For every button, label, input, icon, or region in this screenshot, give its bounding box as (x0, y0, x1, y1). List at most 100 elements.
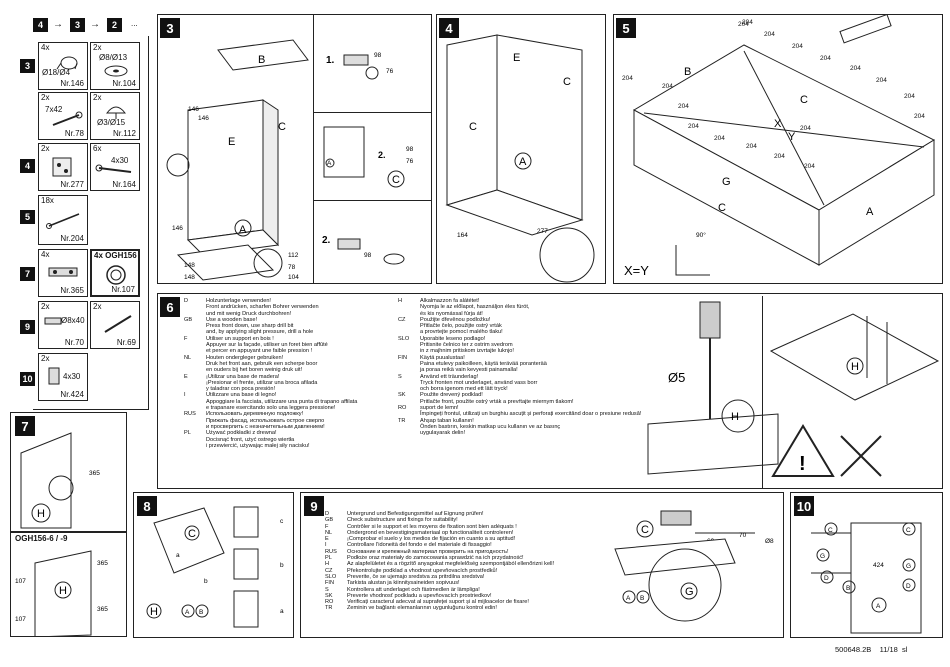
seq-ellipsis: ... (131, 19, 138, 28)
nail-label: 204 (914, 113, 925, 120)
panel-letter-d: D (824, 575, 829, 582)
nail-icon (46, 213, 80, 229)
panel-letter-c: C (800, 94, 808, 106)
panel-letter: C (392, 174, 400, 186)
part-nr: Nr.107 (111, 285, 135, 294)
seq-step-4: 4 (33, 18, 48, 32)
warning-icon: ! (799, 453, 806, 475)
part-qty: 4x OGH156 (94, 251, 137, 260)
step-5-panel: 5 X Y B C G C A X=Y 90° 204 204 204 204 … (613, 14, 943, 284)
bracket-icon (48, 367, 60, 385)
panel-letter-g: G (906, 563, 911, 570)
step-3-panel: 3 B E C A 146 146 146 148 112 78 104 148… (157, 14, 432, 284)
text-line: и просверлить с незначительным давлением… (206, 423, 325, 430)
nail-label: 204 (904, 93, 915, 100)
part-qty: 4x (41, 43, 50, 52)
part-cell-112: 2x Ø3/Ø15 Nr.112 (90, 92, 140, 140)
part-label: 424 (873, 562, 884, 569)
nail-label: 204 (742, 19, 753, 26)
part-label: 112 (288, 252, 299, 259)
part-cell-204: 18x Nr.204 (38, 195, 88, 245)
diagonal-y: Y (788, 131, 796, 143)
inset-step-label: 1. (326, 55, 335, 66)
shelf-bracket-drawing: C C G G D D B A 424 (811, 522, 922, 634)
part-dim: 7x42 (45, 105, 63, 114)
text-line: Pritisnite čelnico ter z ostrim svedrom (420, 342, 513, 349)
part-nr: Nr.112 (113, 129, 136, 138)
seq-step-3: 3 (70, 18, 85, 32)
legend-step-3: 3 (20, 59, 35, 73)
inset-1: 1. 98 76 (313, 15, 431, 113)
part-dim: Ø8x40 (61, 316, 85, 325)
step-number: 6 (160, 297, 180, 317)
front-panel-drawing: H ! (769, 313, 940, 477)
part-qty: 2x (93, 302, 102, 311)
part-cell-424: 2x 4x30 Nr.424 (38, 353, 88, 401)
part-nr: Nr.204 (60, 234, 84, 243)
nail-label: 204 (820, 55, 831, 62)
text-line: et percer en appuyant une faible pressio… (206, 348, 313, 355)
text-line: und mit wenig Druck durchbohren! (206, 310, 292, 317)
nail-label: 204 (688, 123, 699, 130)
text-line: and, by applying slight pressure, drill … (206, 329, 314, 336)
part-label: 98 (374, 52, 382, 59)
panel-letter-c: C (641, 524, 649, 536)
panel-letter-g: G (722, 176, 731, 188)
text-line: Прижать фасад, использовать острое сверл… (206, 417, 325, 424)
text-line: in z majhnim pritiskom izvrtajte luknjo! (420, 348, 514, 355)
sequence-row: 4 → 3 → 2 ... (33, 18, 149, 32)
text-line: Přitlačte čelo, použijte ostrý vrták (420, 323, 502, 330)
text-line: Önden bastırın, keskin matkap ucu kullan… (420, 423, 561, 430)
part-qty: 18x (41, 196, 54, 205)
part-nr: Nr.424 (60, 390, 84, 399)
corner-detail-drawing: 148 (184, 274, 195, 281)
part-cell-70: 2x Ø8x40 Nr.70 (38, 301, 88, 349)
wall-plug-icon (44, 317, 62, 325)
hinge-variant-drawing: 365 365 107 107 H (15, 550, 108, 636)
part-dim: Ø8/Ø13 (99, 53, 128, 62)
dim-a: a (280, 608, 284, 615)
legend-step-4: 4 (20, 159, 35, 173)
panel-letter-c: C (188, 528, 196, 540)
screw-icon (104, 315, 132, 333)
part-cell-164: 6x 4x30 Nr.164 (90, 143, 140, 191)
arrow-right-icon: → (53, 19, 63, 30)
dim-b: b (280, 562, 284, 569)
bracket-icon (52, 157, 72, 177)
text-line: Paina etulevy paikoilleen, käytä terävää… (420, 360, 547, 367)
part-cell-78: 2x 7x42 Nr.78 (38, 92, 88, 140)
wall-mount-drawing: 69 70 Ø8 C G A B (614, 510, 774, 622)
panel-letter-g: G (820, 553, 825, 560)
text-line: uygulayarak delin! (420, 430, 466, 437)
step-10-panel: 10 C C G G D D B A 424 (790, 492, 943, 638)
part-dim: 4x30 (111, 156, 129, 165)
dim-b: b (204, 578, 208, 585)
part-qty: 6x (93, 144, 102, 153)
panel-letter-a: A (876, 603, 881, 610)
cabinet-drawing: E C C A 164 277 (445, 34, 595, 283)
text-line: i przewiercić, używając małej siły nacis… (206, 442, 310, 449)
panel-letter-b: B (684, 66, 691, 78)
hinge-mount-drawing: H 365 (20, 432, 100, 529)
text-line: Docisnąć front, użyć ostrego wiertła (206, 436, 295, 443)
doc-code: 500648.2B (835, 645, 872, 654)
nail-label: 204 (714, 135, 725, 142)
nail-label: 204 (764, 31, 775, 38)
part-cell-104: 2x Ø8/Ø13 Nr.104 (90, 42, 140, 90)
panel-letter-h: H (851, 361, 859, 373)
panel-letter-e: E (228, 136, 235, 148)
